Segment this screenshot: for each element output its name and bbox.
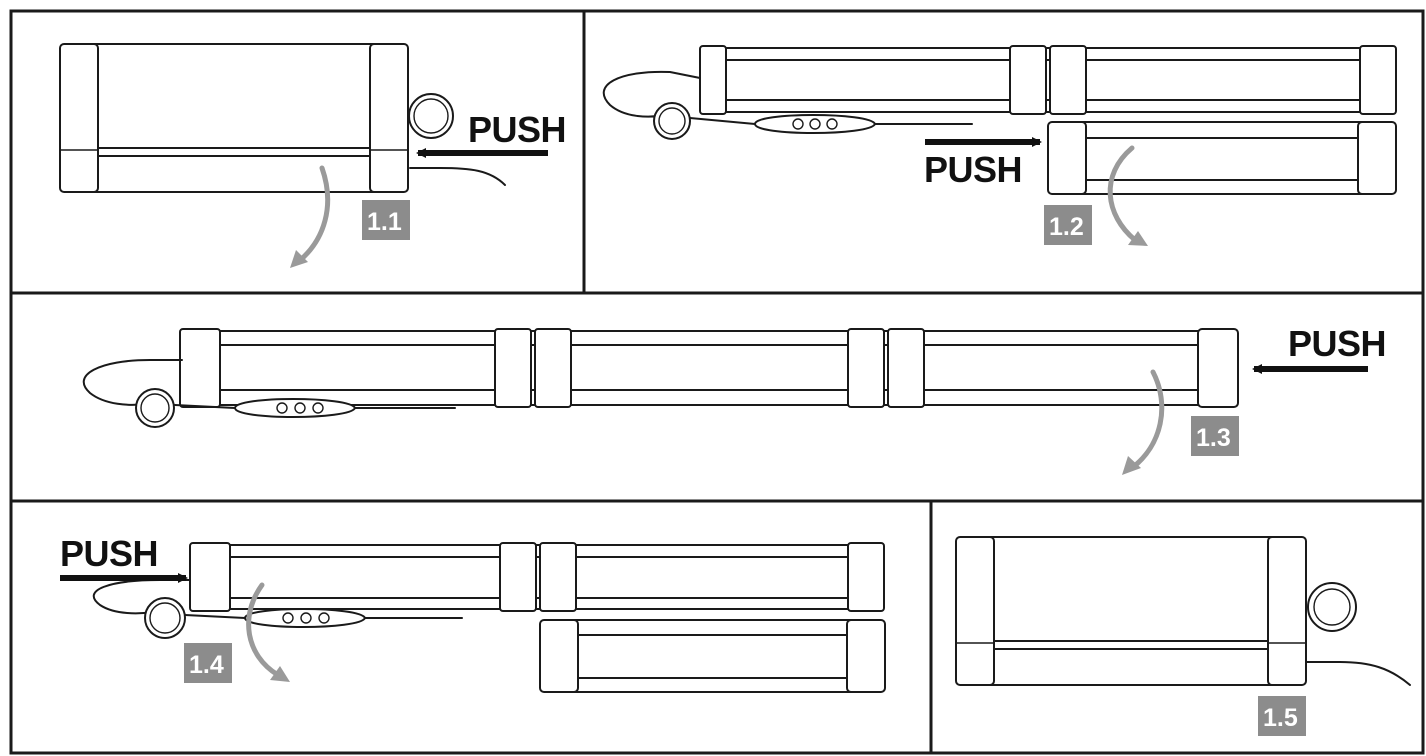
step-label: 1.5 xyxy=(1263,704,1298,732)
push-label: PUSH xyxy=(468,109,566,150)
three-button-remote-icon xyxy=(184,608,463,628)
step-badge xyxy=(362,200,410,240)
lower-light-bar xyxy=(1047,121,1397,195)
curved-rotate-arrow-icon xyxy=(246,582,281,678)
step-label: 1.3 xyxy=(1196,424,1231,452)
upper-light-bar xyxy=(189,542,885,612)
folded-light-unit xyxy=(955,536,1307,686)
step-label: 1.1 xyxy=(367,208,402,236)
push-label: PUSH xyxy=(924,149,1022,190)
panel-frames xyxy=(9,9,1425,755)
panel-step-1-4: PUSH 1.4 xyxy=(60,533,886,693)
panel-step-1-5: 1.5 xyxy=(955,536,1411,736)
folded-light-unit xyxy=(59,43,506,193)
step-badge xyxy=(184,643,232,683)
coiled-cable-icon xyxy=(82,359,183,428)
step-badge xyxy=(1044,205,1092,245)
step-badge xyxy=(1191,416,1239,456)
panel-border-outer xyxy=(9,9,1425,755)
panel-step-1-3: PUSH 1.3 xyxy=(82,323,1387,475)
curved-rotate-arrow-icon xyxy=(1107,145,1138,243)
coiled-cable-icon xyxy=(92,579,191,639)
step-label: 1.2 xyxy=(1049,213,1084,241)
upper-light-bar xyxy=(699,45,1397,115)
panel-step-1-1: PUSH 1.1 xyxy=(59,43,567,268)
step-label: 1.4 xyxy=(189,651,224,679)
coiled-cable-icon xyxy=(1305,582,1411,686)
step-badge xyxy=(1258,696,1306,736)
push-label: PUSH xyxy=(60,533,158,574)
lower-light-bar xyxy=(539,619,886,693)
curved-rotate-arrow-icon xyxy=(295,165,331,265)
joined-light-bar xyxy=(179,328,1239,408)
three-button-remote-icon xyxy=(689,114,973,134)
panel-step-1-2: PUSH 1.2 xyxy=(602,45,1397,246)
coiled-cable-icon xyxy=(602,70,701,140)
three-button-remote-icon xyxy=(174,398,456,418)
push-label: PUSH xyxy=(1288,323,1386,364)
curved-rotate-arrow-icon xyxy=(1129,369,1165,471)
